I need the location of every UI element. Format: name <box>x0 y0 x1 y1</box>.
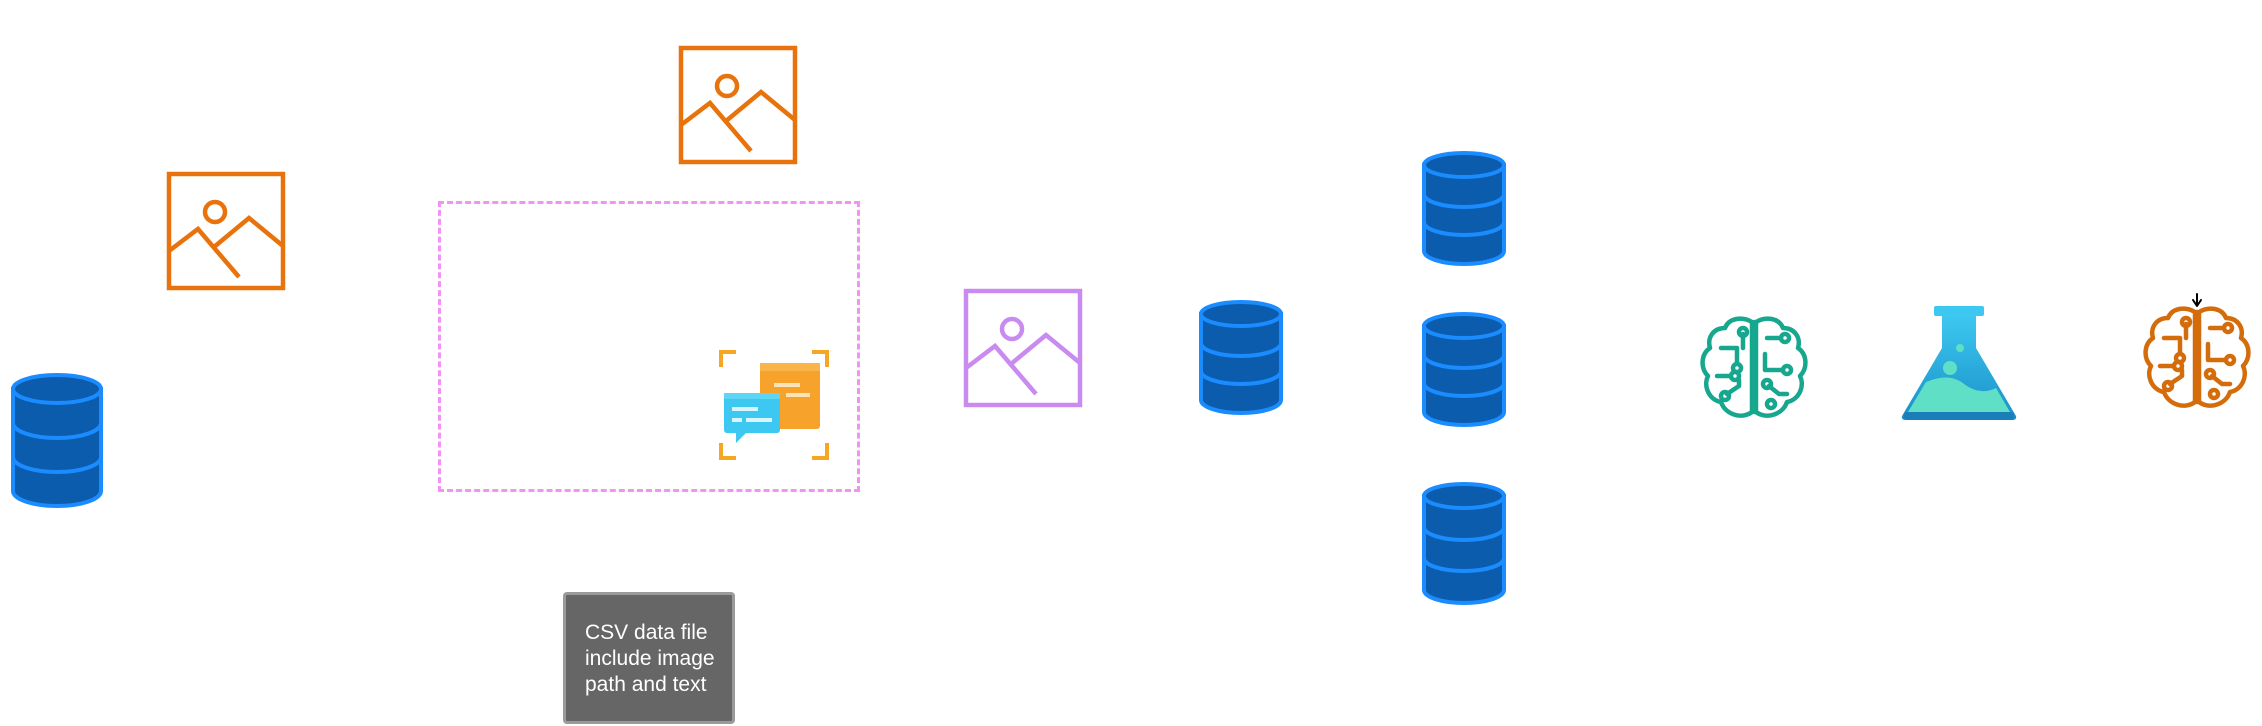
csv-data-file-note: CSV data file include image path and tex… <box>563 592 735 724</box>
image-icon <box>166 171 286 291</box>
database-icon <box>1421 481 1507 605</box>
database-icon <box>1198 299 1284 415</box>
database-icon <box>1421 311 1507 427</box>
image-icon <box>963 288 1083 408</box>
cognitive-services-brain-icon <box>1697 314 1811 424</box>
machine-learning-flask-icon <box>1900 304 2018 422</box>
custom-model-brain-icon <box>2140 292 2254 418</box>
image-icon <box>678 45 798 165</box>
database-icon <box>10 372 104 508</box>
database-icon <box>1421 150 1507 266</box>
dashed-group-container <box>438 201 860 492</box>
chat-recognition-icon <box>718 349 830 461</box>
